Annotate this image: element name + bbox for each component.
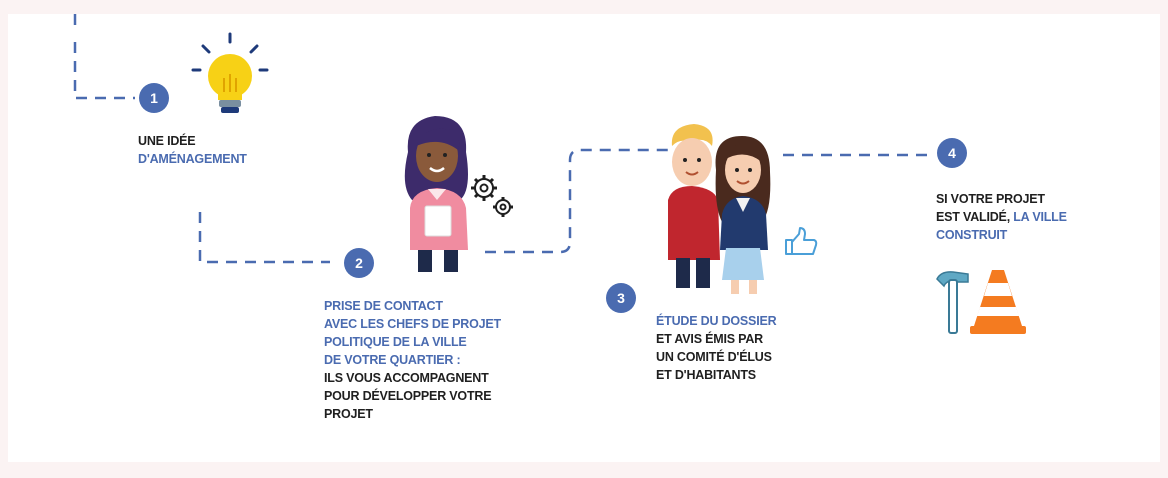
step-4-line: EST VALIDÉ, LA VILLE <box>936 208 1067 226</box>
step-3-line: UN COMITÉ D'ÉLUS <box>656 350 772 364</box>
step-2-line: PROJET <box>324 407 373 421</box>
step-4-line-part: LA VILLE <box>1013 210 1067 224</box>
step-1-badge: 1 <box>139 83 169 113</box>
step-4-badge: 4 <box>937 138 967 168</box>
step-3-line: ÉTUDE DU DOSSIER <box>656 314 777 328</box>
gears-icon <box>471 175 513 217</box>
step-4-line: CONSTRUIT <box>936 226 1067 244</box>
step-3-badge: 3 <box>606 283 636 313</box>
step-1-line: D'AMÉNAGEMENT <box>138 152 247 166</box>
step-4-line-part: EST VALIDÉ, <box>936 210 1014 224</box>
step-1-line: UNE IDÉE <box>138 134 196 148</box>
step-2-line: DE VOTRE QUARTIER : <box>324 353 461 367</box>
step-2-line: PRISE DE CONTACT <box>324 299 443 313</box>
step-2-line: ILS VOUS ACCOMPAGNENT <box>324 371 489 385</box>
step-3-line: ET D'HABITANTS <box>656 368 756 382</box>
committee-icon <box>668 124 771 294</box>
construction-icon <box>936 270 1026 334</box>
step-2-text: PRISE DE CONTACT AVEC LES CHEFS DE PROJE… <box>324 297 501 423</box>
thumbs-up-icon <box>785 227 818 255</box>
step-2-line: AVEC LES CHEFS DE PROJET <box>324 317 501 331</box>
step-2-line: POUR DÉVELOPPER VOTRE <box>324 389 492 403</box>
dashed-path <box>73 14 935 264</box>
step-1-text: UNE IDÉE D'AMÉNAGEMENT <box>138 132 247 168</box>
step-4-line-part: CONSTRUIT <box>936 228 1008 242</box>
step-4-text: SI VOTRE PROJET EST VALIDÉ, LA VILLE CON… <box>936 190 1067 244</box>
step-4-line: SI VOTRE PROJET <box>936 190 1067 208</box>
project-manager-icon <box>404 116 468 272</box>
step-3-line: ET AVIS ÉMIS PAR <box>656 332 763 346</box>
step-2-line: POLITIQUE DE LA VILLE <box>324 335 467 349</box>
step-2-badge: 2 <box>344 248 374 278</box>
lightbulb-icon <box>191 32 269 113</box>
step-4-line-part: SI VOTRE PROJET <box>936 192 1045 206</box>
step-3-text: ÉTUDE DU DOSSIER ET AVIS ÉMIS PAR UN COM… <box>656 312 777 384</box>
